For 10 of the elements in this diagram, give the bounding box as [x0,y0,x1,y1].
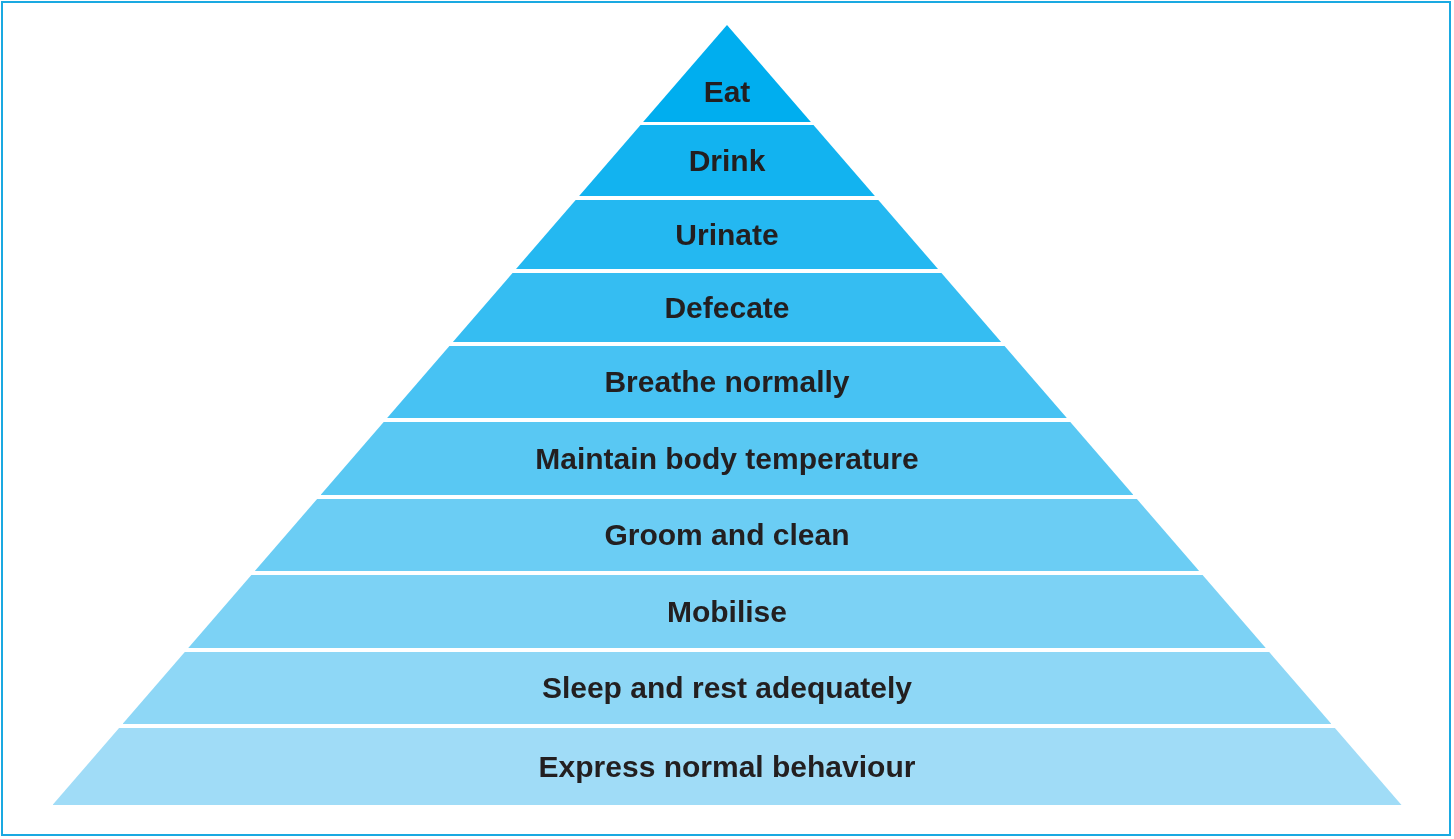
tier-label: Mobilise [666,594,787,629]
tier-label: Maintain body temperature [535,441,919,476]
tier-label: Defecate [664,290,790,325]
tier-label: Breathe normally [604,365,850,399]
tier-label: Groom and clean [604,518,850,552]
tier-label: Express normal behaviour [538,749,916,784]
tier-label: Eat [703,73,751,109]
tier-label: Drink [688,143,766,178]
tier-label: Sleep and rest adequately [541,671,913,705]
tier-label: Urinate [675,217,779,252]
